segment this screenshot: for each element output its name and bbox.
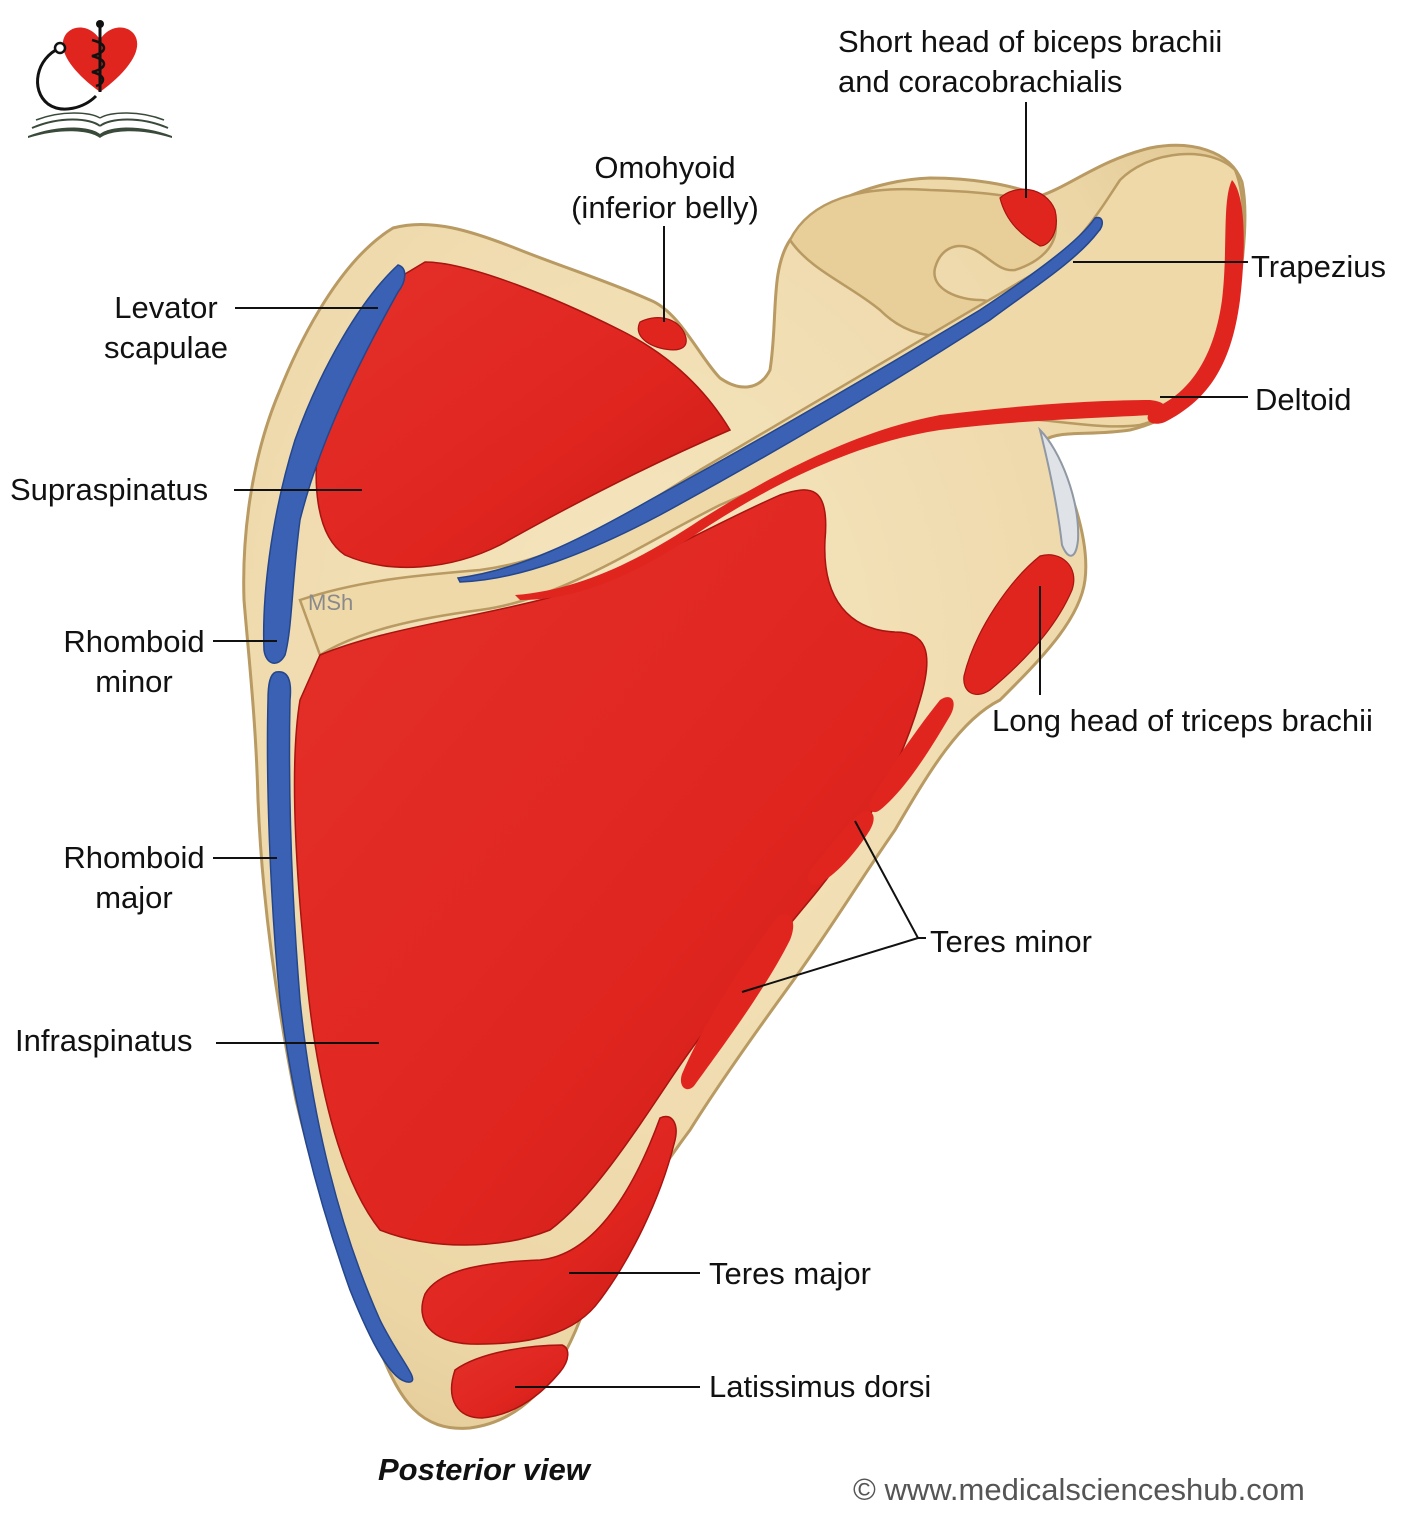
glenoid-cartilage xyxy=(1038,426,1080,557)
label-line: Short head of biceps brachii xyxy=(838,24,1223,59)
levator-scapulae-insertion xyxy=(262,264,406,664)
label-line: major xyxy=(95,880,173,915)
heart-caduceus-book-icon xyxy=(28,20,172,138)
label-latissimus-dorsi: Latissimus dorsi xyxy=(709,1369,932,1404)
label-line: scapulae xyxy=(103,330,229,365)
figure-caption: Posterior view xyxy=(378,1452,590,1487)
label-line: Rhomboid xyxy=(63,840,205,875)
label-supraspinatus: Supraspinatus xyxy=(10,472,209,507)
deltoid-origin-acromion xyxy=(1147,180,1244,424)
copyright-credit: © www.medicalscienceshub.com xyxy=(853,1472,1305,1507)
teres-major-origin xyxy=(421,1115,677,1345)
latissimus-dorsi-origin xyxy=(450,1344,569,1419)
label-line: and coracobrachialis xyxy=(838,64,1123,99)
teres-minor-origin-upper xyxy=(869,697,954,813)
label-line: Levator xyxy=(114,290,218,325)
label-infraspinatus: Infraspinatus xyxy=(15,1023,193,1058)
label-line: minor xyxy=(95,664,173,699)
short-head-biceps-origin xyxy=(999,188,1057,247)
label-rhomboid-minor: Rhomboid minor xyxy=(56,622,212,702)
label-line: Rhomboid xyxy=(63,624,205,659)
omohyoid-origin xyxy=(637,317,687,351)
label-levator-scapulae: Levator scapulae xyxy=(96,288,236,368)
triceps-long-head-origin xyxy=(963,554,1075,695)
trapezius-insertion xyxy=(456,216,1103,583)
label-teres-major: Teres major xyxy=(709,1256,871,1291)
teres-minor-origin-lower xyxy=(680,914,794,1090)
label-long-head-triceps: Long head of triceps brachii xyxy=(992,703,1373,738)
label-teres-minor: Teres minor xyxy=(930,924,1092,959)
label-line: (inferior belly) xyxy=(571,190,759,225)
label-line: Omohyoid xyxy=(594,150,736,185)
watermark: MSh xyxy=(308,590,354,615)
label-trapezius: Trapezius xyxy=(1251,249,1386,284)
label-rhomboid-major: Rhomboid major xyxy=(56,838,212,918)
rhomboid-major-insertion xyxy=(266,671,414,1383)
label-omohyoid: Omohyoid (inferior belly) xyxy=(560,148,770,228)
leader-lines xyxy=(213,102,1248,1388)
teres-minor-origin-middle xyxy=(807,810,874,885)
label-deltoid: Deltoid xyxy=(1255,382,1352,417)
label-short-head-biceps: Short head of biceps brachii and coracob… xyxy=(838,22,1222,102)
coracoid-process xyxy=(788,187,1058,338)
